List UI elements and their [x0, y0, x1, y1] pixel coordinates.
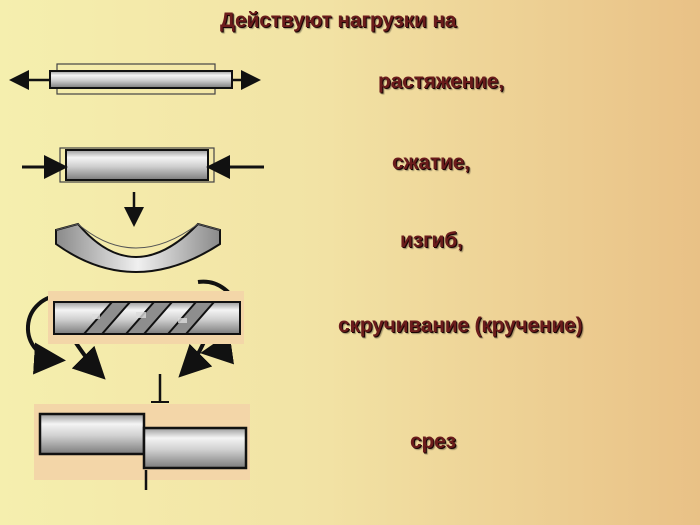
- compression-rod-icon: [22, 147, 264, 183]
- label-compression: сжатие,: [392, 151, 470, 174]
- label-torsion: скручивание (кручение): [338, 314, 583, 337]
- bending-beam-icon: [55, 192, 221, 273]
- tension-rod-icon: [9, 63, 261, 95]
- label-tension: растяжение,: [378, 70, 504, 93]
- torsion-rod-icon: [26, 279, 244, 380]
- shear-blocks-icon: [34, 374, 250, 490]
- label-bending: изгиб,: [400, 229, 463, 252]
- label-shear: срез: [410, 430, 456, 453]
- slide-title: Действуют нагрузки на: [220, 9, 457, 32]
